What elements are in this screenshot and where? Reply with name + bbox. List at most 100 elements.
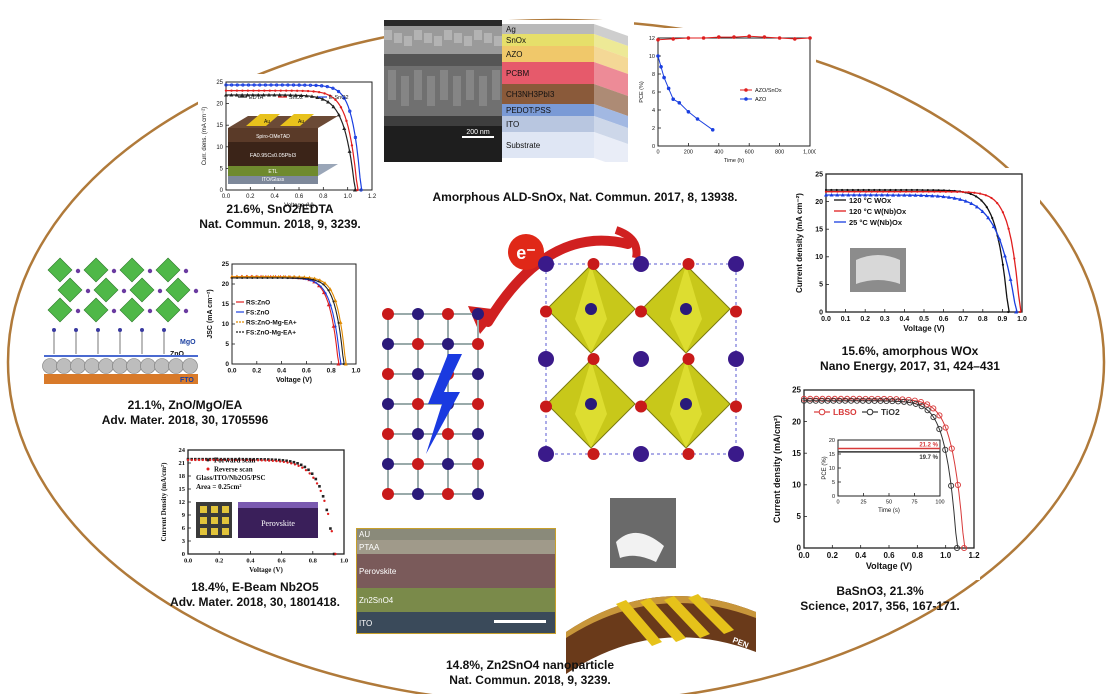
data-point <box>261 277 264 280</box>
a-site-cation <box>75 308 81 314</box>
data-point <box>1014 310 1019 314</box>
data-point <box>324 292 327 295</box>
legend-label: 25 °C W(Nb)Ox <box>849 218 903 227</box>
data-point <box>278 460 282 463</box>
data-point <box>190 458 193 462</box>
x-axis-label: Voltage (V) <box>249 566 283 574</box>
sem-grain <box>414 70 422 100</box>
y-tick-label: 5 <box>832 480 835 486</box>
x-tick-label: 0.8 <box>978 316 988 323</box>
zno-particle <box>182 358 198 374</box>
y-tick-label: 5 <box>797 512 802 521</box>
data-point <box>836 190 839 193</box>
sem-grain <box>466 70 474 100</box>
stack-layer-side <box>594 116 628 144</box>
x-tick-label: 0.6 <box>295 194 304 200</box>
data-point <box>985 206 988 209</box>
octahedron <box>119 297 145 323</box>
center-crystal-illustration: e⁻ <box>382 226 744 500</box>
data-point <box>930 193 935 198</box>
data-point <box>342 126 347 130</box>
x-tick-label: 1.2 <box>968 551 980 560</box>
data-point <box>310 472 314 475</box>
data-point <box>280 83 284 87</box>
y-tick-label: 12 <box>649 36 655 42</box>
data-point <box>291 277 294 280</box>
lattice-atom <box>382 338 394 350</box>
x-axis-label: Voltage (V) <box>284 203 314 209</box>
lattice-atom <box>412 308 424 320</box>
data-point <box>285 89 288 92</box>
caption-zn2sno4: 14.8%, Zn2SnO4 nanoparticle Nat. Commun.… <box>420 658 640 688</box>
sem-layer-label: AU <box>359 530 370 539</box>
legend-label: FS:ZnO-Mg-EA+ <box>246 330 296 337</box>
data-point <box>974 204 979 209</box>
data-point <box>323 499 326 503</box>
data-point <box>916 188 919 192</box>
data-point <box>936 412 943 419</box>
data-point <box>314 477 318 481</box>
y-tick-label: 0 <box>182 551 185 558</box>
data-point <box>907 193 912 197</box>
data-point <box>332 300 335 303</box>
data-point <box>939 190 942 193</box>
data-point <box>350 144 354 147</box>
data-point <box>274 89 277 92</box>
lattice-atom <box>412 428 424 440</box>
sem-grain <box>384 30 392 40</box>
caption-line: 21.6%, SnO2/EDTA <box>226 202 334 216</box>
data-point <box>240 92 245 97</box>
data-point <box>656 38 660 42</box>
data-point <box>881 190 885 193</box>
data-point <box>194 458 197 462</box>
gold-contact <box>246 114 280 126</box>
data-point <box>263 83 268 87</box>
sem-grain <box>424 33 432 43</box>
data-point <box>671 97 675 101</box>
data-point <box>842 397 849 404</box>
data-point <box>319 285 322 288</box>
sem-grain <box>464 36 472 46</box>
a-site-cation <box>183 308 189 314</box>
x-tick-label: 0.2 <box>252 368 261 375</box>
caption-line: Adv. Mater. 2018, 30, 1705596 <box>101 413 269 427</box>
a-site-atom <box>633 351 649 367</box>
data-point <box>309 94 314 98</box>
data-point <box>329 304 332 307</box>
stack-layer-label: Substrate <box>506 141 541 150</box>
x-tick-label: 0.6 <box>278 558 287 565</box>
data-point <box>235 89 239 92</box>
data-point <box>224 89 228 92</box>
x-tick-label: 100 <box>935 500 944 506</box>
data-point <box>230 89 233 92</box>
legend-marker <box>818 408 826 416</box>
data-point <box>331 324 336 328</box>
data-point <box>331 86 335 90</box>
data-point <box>1013 257 1016 260</box>
layer-perovskite <box>228 142 318 166</box>
caption-line: 18.4%, E-Beam Nb2O5 <box>191 580 319 594</box>
caption-line: Nano Energy, 2017, 31, 424–431 <box>820 359 1000 373</box>
plot-frame <box>657 37 811 147</box>
x-tick-label: 0.4 <box>855 551 867 560</box>
data-point <box>312 278 315 281</box>
scale-bar-label: 200 nm <box>466 129 490 136</box>
stack-layer-side <box>594 84 628 116</box>
data-point <box>299 463 303 467</box>
y-tick-label: 4 <box>652 108 655 114</box>
data-point <box>301 466 304 469</box>
data-point <box>275 459 278 463</box>
data-point <box>297 464 300 468</box>
data-point <box>830 190 833 193</box>
sem-layer <box>356 612 556 634</box>
caption-line: Nat. Commun. 2018, 9, 3239. <box>449 673 611 687</box>
b-site-atom <box>680 303 692 315</box>
data-point <box>950 190 953 193</box>
y-tick-label: 10 <box>829 466 835 472</box>
zno-particle <box>42 358 58 374</box>
data-point <box>808 36 812 40</box>
legend-marker <box>866 408 874 416</box>
y-tick-label: 25 <box>216 80 223 86</box>
